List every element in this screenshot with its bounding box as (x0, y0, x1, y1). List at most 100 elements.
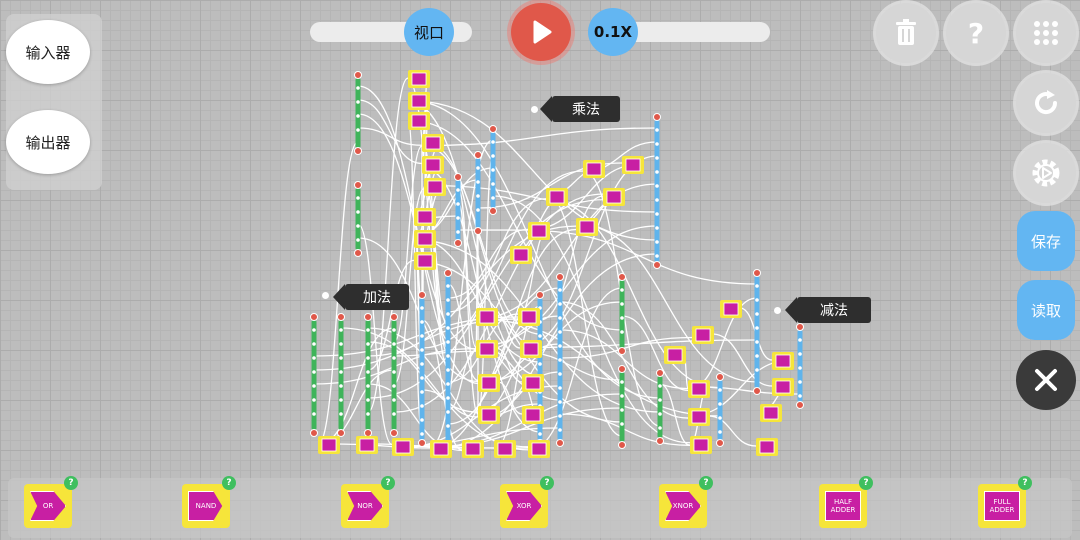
palette-xnor-gate[interactable]: XNOR ? (659, 476, 713, 528)
pin[interactable] (716, 373, 724, 381)
reset-button[interactable] (1016, 73, 1076, 133)
pin[interactable] (556, 273, 564, 281)
wire (393, 188, 425, 385)
pin[interactable] (796, 323, 804, 331)
help-badge-icon[interactable]: ? (699, 476, 713, 490)
wire (357, 99, 423, 165)
pin[interactable] (310, 429, 318, 437)
help-badge-icon[interactable]: ? (64, 476, 78, 490)
help-button[interactable]: ? (946, 3, 1006, 63)
palette-nand-gate[interactable]: NAND ? (182, 476, 236, 528)
pin[interactable] (618, 347, 626, 355)
help-badge-icon[interactable]: ? (381, 476, 395, 490)
pin[interactable] (753, 269, 761, 277)
pin[interactable] (556, 439, 564, 447)
input-device-button[interactable]: 输入器 (6, 20, 90, 84)
output-bus[interactable] (717, 380, 723, 440)
add-section-label[interactable]: 加法 (333, 284, 409, 310)
output-bus[interactable] (537, 298, 543, 440)
pin[interactable] (337, 429, 345, 437)
pin[interactable] (618, 441, 626, 449)
help-badge-icon[interactable]: ? (540, 476, 554, 490)
wire (421, 127, 658, 147)
speed-track[interactable] (610, 22, 770, 42)
pin[interactable] (354, 71, 362, 79)
input-bus[interactable] (355, 188, 361, 250)
pin[interactable] (364, 429, 372, 437)
or-gate-icon: OR (30, 491, 66, 521)
pin[interactable] (474, 227, 482, 235)
pin[interactable] (656, 369, 664, 377)
pin[interactable] (310, 313, 318, 321)
input-bus[interactable] (311, 320, 317, 430)
xor-gate-icon: XOR (506, 491, 542, 521)
input-bus[interactable] (657, 376, 663, 438)
input-bus[interactable] (365, 320, 371, 430)
palette-full-adder[interactable]: FULL ADDER ? (978, 476, 1032, 528)
pin[interactable] (418, 291, 426, 299)
palette-or-gate[interactable]: OR ? (24, 476, 78, 528)
half-adder-icon: HALF ADDER (825, 491, 861, 521)
pin[interactable] (337, 313, 345, 321)
pin[interactable] (354, 147, 362, 155)
pin[interactable] (618, 365, 626, 373)
help-badge-icon[interactable]: ? (859, 476, 873, 490)
xnor-gate-icon: XNOR (665, 491, 701, 521)
pin[interactable] (474, 151, 482, 159)
pin[interactable] (390, 429, 398, 437)
palette-half-adder[interactable]: HALF ADDER ? (819, 476, 873, 528)
pin[interactable] (653, 113, 661, 121)
pin[interactable] (354, 181, 362, 189)
wire (575, 223, 758, 383)
load-button[interactable]: 读取 (1017, 280, 1075, 340)
pin[interactable] (753, 387, 761, 395)
wire (447, 198, 547, 313)
pin[interactable] (364, 313, 372, 321)
play-button[interactable] (511, 3, 571, 61)
output-bus[interactable] (445, 276, 451, 442)
help-badge-icon[interactable]: ? (1018, 476, 1032, 490)
pin[interactable] (454, 239, 462, 247)
io-panel: 输入器 输出器 (6, 14, 102, 190)
output-bus[interactable] (654, 120, 660, 262)
close-button[interactable] (1016, 350, 1076, 410)
palette-nor-gate[interactable]: NOR ? (341, 476, 395, 528)
multiply-section-label[interactable]: 乘法 (540, 96, 620, 122)
output-bus[interactable] (419, 298, 425, 440)
output-bus[interactable] (797, 330, 803, 402)
help-icon: ? (967, 16, 985, 50)
pin[interactable] (354, 249, 362, 257)
wire (559, 329, 689, 390)
wire (367, 77, 409, 413)
pin[interactable] (489, 125, 497, 133)
settings-button[interactable] (1016, 143, 1076, 203)
output-bus[interactable] (455, 180, 461, 240)
menu-button[interactable] (1016, 3, 1076, 63)
save-button[interactable]: 保存 (1017, 211, 1075, 271)
output-device-button[interactable]: 输出器 (6, 110, 90, 174)
pin[interactable] (444, 269, 452, 277)
nor-gate-icon: NOR (347, 491, 383, 521)
input-bus[interactable] (338, 320, 344, 430)
input-bus[interactable] (391, 320, 397, 430)
viewport-button[interactable]: 视口 (404, 8, 454, 56)
palette-xor-gate[interactable]: XOR ? (500, 476, 554, 528)
pin[interactable] (536, 291, 544, 299)
pin[interactable] (618, 273, 626, 281)
pin[interactable] (454, 173, 462, 181)
wire (429, 407, 623, 448)
subtract-section-label[interactable]: 减法 (785, 297, 871, 323)
pin[interactable] (796, 401, 804, 409)
pin[interactable] (653, 261, 661, 269)
wire (317, 369, 395, 446)
pin[interactable] (656, 437, 664, 445)
help-badge-icon[interactable]: ? (222, 476, 236, 490)
pin[interactable] (390, 313, 398, 321)
delete-button[interactable] (876, 3, 936, 63)
pin[interactable] (716, 439, 724, 447)
pin[interactable] (418, 439, 426, 447)
speed-slider-handle[interactable]: 0.1X (588, 8, 638, 56)
output-bus[interactable] (754, 276, 760, 388)
pin[interactable] (489, 207, 497, 215)
